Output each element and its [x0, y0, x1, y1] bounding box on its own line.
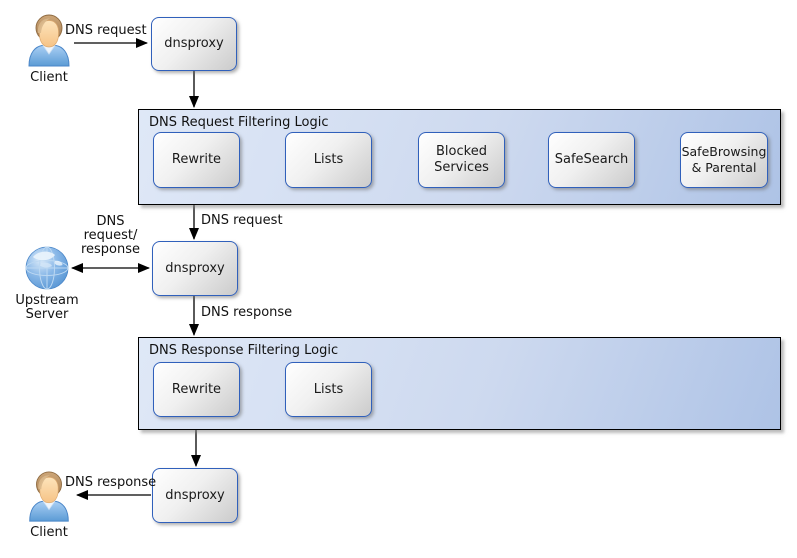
- edge-label-upstream-line3: response: [80, 242, 141, 257]
- upstream-server-label-line2: Server: [25, 307, 69, 322]
- edge-label-dns-request-mid: DNS request: [201, 213, 283, 228]
- response-step-lists: Lists: [285, 362, 372, 417]
- request-step-blocked-services-label: Blocked Services: [434, 144, 489, 175]
- edge-label-dns-response-bottom: DNS response: [65, 475, 157, 490]
- response-step-lists-label: Lists: [313, 381, 344, 397]
- request-step-safesearch: SafeSearch: [548, 132, 635, 188]
- edge-label-upstream-line1: DNS: [96, 214, 125, 229]
- response-filter-title: DNS Response Filtering Logic: [149, 343, 339, 358]
- request-step-safebrowsing: SafeBrowsing & Parental: [680, 132, 768, 188]
- dnsproxy-middle-node: dnsproxy: [152, 241, 238, 296]
- dnsproxy-middle-label: dnsproxy: [165, 260, 225, 276]
- dnsproxy-bottom-node: dnsproxy: [152, 468, 238, 523]
- dnsproxy-top-label: dnsproxy: [164, 36, 224, 51]
- client-bottom-icon: [26, 470, 72, 524]
- request-step-rewrite-label: Rewrite: [171, 152, 222, 167]
- response-step-rewrite-label: Rewrite: [171, 381, 222, 397]
- request-filter-title: DNS Request Filtering Logic: [149, 115, 329, 130]
- dnsproxy-bottom-label: dnsproxy: [165, 487, 225, 503]
- edge-label-dns-response-mid: DNS response: [201, 305, 293, 320]
- upstream-server-label-line1: Upstream: [15, 293, 79, 308]
- upstream-server-label: Upstream Server: [7, 294, 87, 322]
- client-top-icon: [26, 13, 72, 69]
- request-step-rewrite: Rewrite: [153, 132, 240, 188]
- dnsproxy-top-node: dnsproxy: [151, 17, 237, 71]
- edge-label-client-request: DNS request: [65, 23, 147, 38]
- response-step-rewrite: Rewrite: [153, 362, 240, 417]
- client-bottom-label: Client: [30, 525, 68, 540]
- request-step-safebrowsing-label: SafeBrowsing & Parental: [681, 144, 767, 175]
- edge-label-upstream-line2: request/: [83, 228, 138, 243]
- upstream-server-icon: [25, 246, 69, 290]
- request-step-blocked-services: Blocked Services: [418, 132, 505, 188]
- client-top-label: Client: [30, 70, 68, 85]
- request-step-lists-label: Lists: [313, 152, 344, 167]
- response-filter-group: DNS Response Filtering Logic: [138, 337, 781, 430]
- request-step-safesearch-label: SafeSearch: [554, 152, 629, 167]
- edge-label-upstream: DNS request/ response: [68, 215, 153, 257]
- request-step-lists: Lists: [285, 132, 372, 188]
